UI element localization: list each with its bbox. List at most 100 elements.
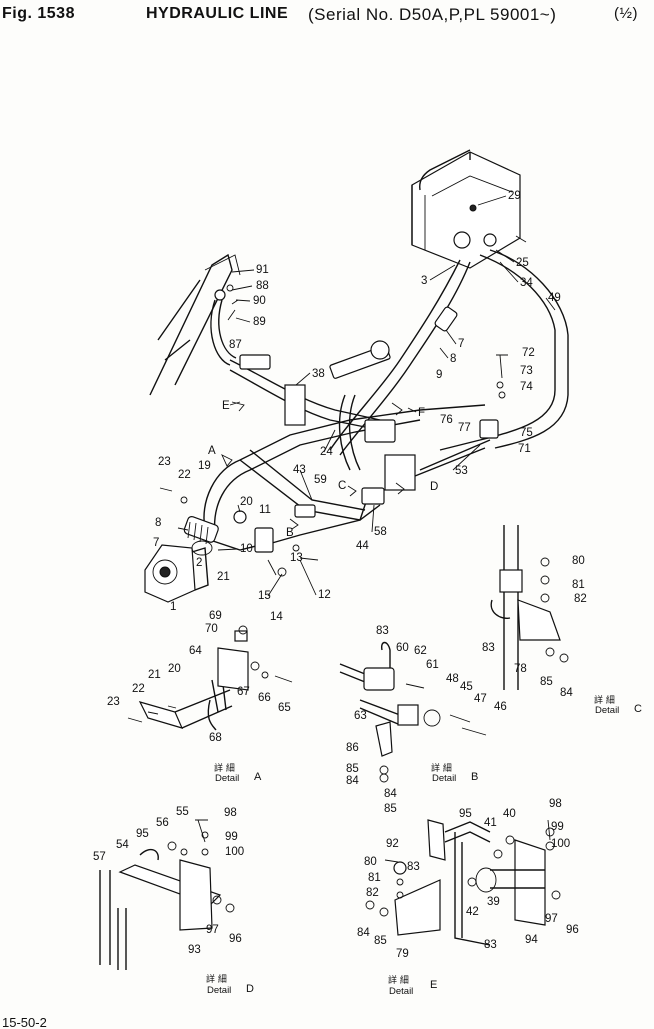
callout: 48 [446,673,459,685]
callout: 100 [225,846,244,858]
detail-b-letter: B [471,771,478,783]
callout: 80 [572,555,585,567]
callout: 20 [168,663,181,675]
callout: 75 [520,427,533,439]
callout: 54 [116,839,129,851]
callout: 66 [258,692,271,704]
callout: 82 [574,593,587,605]
callout: A [208,445,216,457]
callout: 38 [312,368,325,380]
callout: 96 [566,924,579,936]
callout: 97 [545,913,558,925]
callout: 84 [357,927,370,939]
callout: 62 [414,645,427,657]
callout: 83 [376,625,389,637]
detail-e-letter: E [430,979,437,991]
callout: 56 [156,817,169,829]
callout: 87 [229,339,242,351]
hydraulic-pump [144,544,209,603]
detail-b-drawing [339,641,487,783]
callout: 68 [209,732,222,744]
callout: 83 [482,642,495,654]
callout: 92 [386,838,399,850]
callout: 21 [148,669,161,681]
detail-a-kanji: 詳 細 [214,762,235,774]
callout: C [338,480,346,492]
callout: 79 [396,948,409,960]
callout: 45 [460,681,473,693]
view-arrows [221,235,527,530]
callout: 42 [466,906,479,918]
callout: 98 [224,807,237,819]
callout: 82 [366,887,379,899]
detail-d-letter: D [246,983,254,995]
detail-b-kanji: 詳 細 [431,762,452,774]
callout: E [222,400,230,412]
callout: B [286,527,294,539]
callout: 98 [549,798,562,810]
callout: 93 [188,944,201,956]
detail-c-letter: C [634,703,642,715]
callout: 73 [520,365,533,377]
callout: 86 [346,742,359,754]
detail-c-drawing [490,525,569,690]
sheet-number: (½) [614,5,638,22]
callout: 84 [560,687,573,699]
callout: 57 [93,851,106,863]
callout: 83 [407,861,420,873]
callout: 71 [518,443,531,455]
callout: 95 [459,808,472,820]
callout: 22 [178,469,191,481]
callout: 20 [240,496,253,508]
detail-a-letter: A [254,771,262,783]
detail-c-label: Detail [595,705,619,716]
callout: 97 [206,924,219,936]
callout: 41 [484,817,497,829]
detail-b-label: Detail [432,773,456,784]
callout: 70 [205,623,218,635]
callout: 7 [153,537,159,549]
callout: 63 [354,710,367,722]
leader-lines [177,195,556,597]
callout: 99 [225,831,238,843]
callout: 25 [516,257,529,269]
callout: 81 [368,872,381,884]
detail-e-callouts: 84 85 95 40 98 41 99 100 92 80 83 81 82 … [357,788,579,997]
callout: D [430,481,438,493]
callout: 14 [270,611,283,623]
figure-number: Fig. 1538 [2,5,75,22]
callout: 8 [155,517,161,529]
callout: 10 [240,543,253,555]
callout: 91 [256,264,269,276]
callout: 88 [256,280,269,292]
callout: 11 [259,504,271,516]
detail-b-callouts: 83 60 62 61 48 45 47 46 63 86 85 84 詳 細 … [346,625,507,787]
detail-a-label: Detail [215,773,239,784]
serial-range: (Serial No. D50A,P,PL 59001~) [308,5,557,24]
callout: 1 [170,601,176,613]
detail-c-callouts: 80 81 82 83 78 85 84 詳 細 Detail C [482,555,642,716]
callout: 89 [253,316,266,328]
callout: 23 [107,696,120,708]
callout: 85 [346,763,359,775]
detail-d-label: Detail [207,985,231,996]
callout: 46 [494,701,507,713]
main-assembly [144,149,569,603]
detail-e-kanji: 詳 細 [388,974,409,986]
callout: 84 [346,775,359,787]
detail-e-label: Detail [389,986,413,997]
fittings [159,231,508,577]
callout: 85 [374,935,387,947]
callout: 78 [514,663,527,675]
detail-a-drawing [127,625,293,731]
callout: 49 [548,292,561,304]
callout: 53 [455,465,468,477]
callout: 99 [551,821,564,833]
callout: 76 [440,414,453,426]
callout: 72 [522,347,535,359]
callout: 61 [426,659,439,671]
callout: 47 [474,693,487,705]
detail-d-kanji: 詳 細 [206,973,227,985]
callout: 40 [503,808,516,820]
